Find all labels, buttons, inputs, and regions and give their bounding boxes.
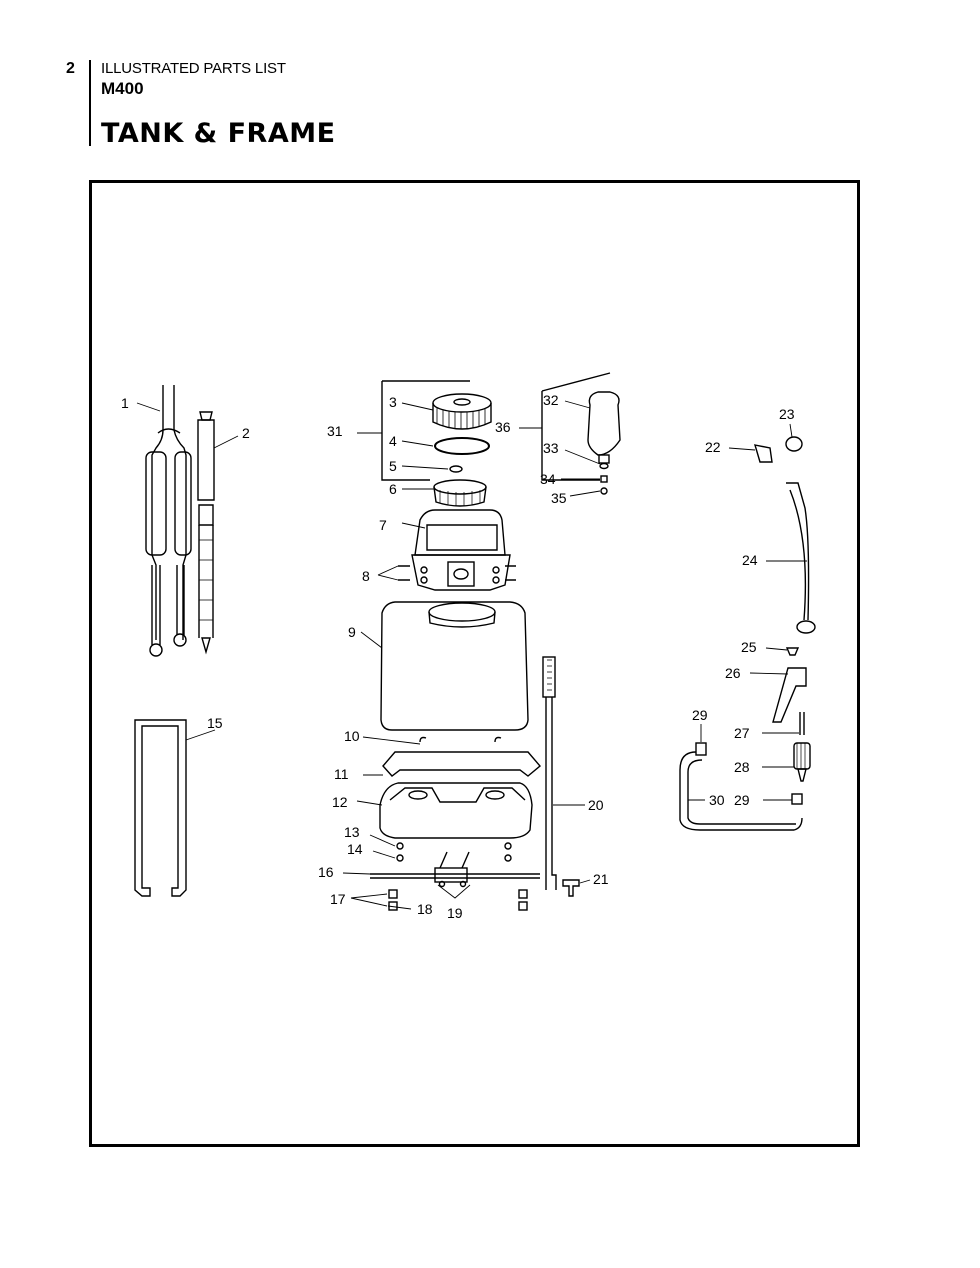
callout-13: 13 — [344, 824, 360, 840]
lever-handle-drawing — [542, 656, 557, 890]
callout-6: 6 — [389, 481, 397, 497]
diagram-frame — [89, 180, 860, 1147]
mount-plate-drawing — [411, 554, 511, 591]
bracket-36-drawing — [541, 372, 611, 481]
leader-lines — [136, 400, 807, 910]
shoulder-strap-drawing — [145, 385, 192, 657]
nozzle-drawing — [754, 444, 773, 463]
model-label: M400 — [101, 79, 144, 98]
plug-drawing — [600, 475, 608, 483]
tank-base-drawing — [379, 782, 533, 839]
callout-34: 34 — [540, 471, 556, 487]
tank-cap-drawing — [432, 393, 492, 430]
callout-30: 30 — [709, 792, 725, 808]
callout-18: 18 — [417, 901, 433, 917]
callout-25: 25 — [741, 639, 757, 655]
callout-32: 32 — [543, 392, 559, 408]
strainer-drawing — [433, 479, 487, 507]
callout-36: 36 — [495, 419, 511, 435]
filter-drawing — [793, 742, 811, 782]
callout-17: 17 — [330, 891, 346, 907]
fitting-upper-drawing — [695, 742, 707, 756]
axle-drawing — [370, 851, 540, 888]
valve-stem-drawing — [785, 647, 800, 656]
callout-16: 16 — [318, 864, 334, 880]
callout-20: 20 — [588, 797, 604, 813]
callout-27: 27 — [734, 725, 750, 741]
callout-23: 23 — [779, 406, 795, 422]
callout-33: 33 — [543, 440, 559, 456]
callout-31: 31 — [327, 423, 343, 439]
handle-drawing — [414, 509, 506, 556]
hose-drawing — [679, 751, 803, 831]
spring-drawing — [799, 712, 805, 735]
callout-3: 3 — [389, 394, 397, 410]
pump-assembly-drawing — [197, 411, 215, 655]
callout-11: 11 — [334, 766, 349, 782]
page-number: 2 — [66, 60, 75, 77]
callout-2: 2 — [242, 425, 250, 441]
callout-10: 10 — [344, 728, 360, 744]
fitting-lower-drawing — [791, 793, 803, 805]
callout-21: 21 — [593, 871, 609, 887]
ball-drawing — [600, 487, 608, 495]
t-bolt-drawing — [562, 879, 580, 897]
page-title: TANK & FRAME — [101, 118, 336, 149]
callout-24: 24 — [742, 552, 758, 568]
callout-28: 28 — [734, 759, 750, 775]
callout-8: 8 — [362, 568, 370, 584]
callout-19: 19 — [447, 905, 463, 921]
tank-drawing — [380, 601, 529, 731]
callout-15: 15 — [207, 715, 223, 731]
callout-29a: 29 — [692, 707, 708, 723]
bracket-31-drawing — [381, 380, 470, 481]
callout-14: 14 — [347, 841, 363, 857]
base-bracket-drawing — [382, 736, 541, 777]
screws-drawing — [398, 565, 516, 581]
callout-5: 5 — [389, 458, 397, 474]
callout-1: 1 — [121, 395, 129, 411]
callout-4: 4 — [389, 433, 397, 449]
accumulator-drawing — [587, 391, 621, 470]
callout-12: 12 — [332, 794, 348, 810]
spray-wand-drawing — [786, 482, 816, 634]
frame-loop-drawing — [134, 719, 187, 897]
callout-26: 26 — [725, 665, 741, 681]
gasket-drawing — [434, 437, 490, 455]
section-label: ILLUSTRATED PARTS LIST — [101, 60, 286, 77]
callout-22: 22 — [705, 439, 721, 455]
callout-labels: 1 2 3 4 5 6 7 8 9 10 11 12 13 14 15 16 1… — [121, 392, 795, 921]
shutoff-valve-drawing — [772, 667, 807, 723]
callout-29b: 29 — [734, 792, 750, 808]
callout-9: 9 — [348, 624, 356, 640]
callout-35: 35 — [551, 490, 567, 506]
nozzle-cap-drawing — [785, 436, 803, 452]
callout-7: 7 — [379, 517, 387, 533]
seal-drawing — [449, 465, 463, 473]
header-divider — [89, 60, 91, 146]
